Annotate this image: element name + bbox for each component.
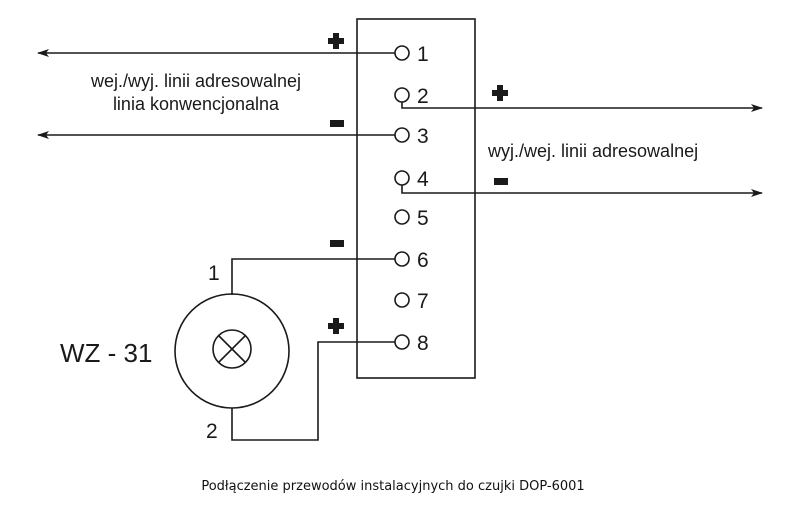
terminal-number: 2 <box>417 85 429 108</box>
terminal-circle <box>394 334 410 350</box>
minus-icon <box>494 178 508 185</box>
wire-terminal-4-out <box>401 185 763 197</box>
plus-icon <box>328 318 344 334</box>
device-label: WZ - 31 <box>60 338 152 368</box>
detector-terminal-block <box>356 18 476 379</box>
wire-device-pin2 <box>231 341 395 441</box>
left-label-line1: wej./wyj. linii adresowalnej <box>90 71 301 91</box>
wire-terminal-2-out <box>401 102 763 112</box>
terminal-circle <box>394 251 410 267</box>
minus-icon <box>330 120 344 127</box>
right-label: wyj./wej. linii adresowalnej <box>487 141 698 161</box>
terminal-number: 4 <box>417 168 429 191</box>
device-pin2-label: 2 <box>206 420 218 443</box>
wire-device-pin1 <box>231 258 395 295</box>
plus-icon <box>328 33 344 49</box>
terminal-number: 3 <box>417 125 429 148</box>
minus-icon <box>330 240 344 247</box>
caption: Podłączenie przewodów instalacyjnych do … <box>201 479 584 494</box>
terminal-number: 1 <box>417 43 429 66</box>
lamp-icon <box>212 329 252 369</box>
plus-icon <box>492 85 508 101</box>
terminal-number: 8 <box>417 332 429 355</box>
terminals: 1 2 3 4 5 6 7 8 <box>394 43 429 355</box>
terminal-circle <box>394 87 410 103</box>
device-wz31-body <box>174 293 290 409</box>
terminal-circle <box>394 292 410 308</box>
terminal-circle <box>394 45 410 61</box>
terminal-number: 7 <box>417 290 429 313</box>
terminal-circle <box>394 170 410 186</box>
terminal-number: 5 <box>417 207 429 230</box>
left-label-line2: linia konwencjonalna <box>113 94 280 114</box>
terminal-circle <box>394 209 410 225</box>
terminal-number: 6 <box>417 249 429 272</box>
terminal-circle <box>394 127 410 143</box>
device-pin1-label: 1 <box>208 262 220 285</box>
